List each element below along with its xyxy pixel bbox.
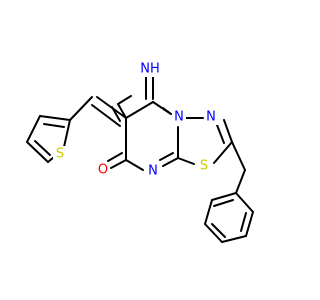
bond-n-c2 (223, 119, 233, 143)
bond-ph-1 (211, 192, 237, 201)
bond-th-c4-c5 (26, 141, 49, 163)
atom-label-nh: NH (140, 62, 160, 77)
atom-label-o: O (98, 163, 108, 178)
bond-n-c2-double (216, 124, 225, 144)
bond-c2-s (213, 141, 233, 164)
bonds (26, 76, 254, 243)
atom-label-s-thiophene: S (56, 147, 64, 162)
atom-thiadiazole-s: S (197, 158, 211, 174)
atom-thiophene-s: S (53, 146, 67, 162)
bond-th-c3-c4 (26, 115, 41, 143)
atom-label-n-bridge: N (174, 110, 184, 125)
bond-c7-o (110, 159, 127, 169)
bond-ph-4 (221, 235, 247, 243)
bond-ph-3-double (211, 223, 226, 238)
bond-s-c8a (177, 157, 195, 165)
bond-th-c2-c3 (39, 115, 71, 121)
bond-c7-n8 (125, 159, 144, 171)
bond-c2-ch2 (231, 141, 246, 171)
bond-c5-n4 (117, 95, 132, 105)
atom-label-n-lower: N (148, 164, 158, 179)
bond-ph-6 (235, 192, 254, 213)
bond-c5-c6 (117, 103, 127, 119)
bond-th-c2-s (63, 119, 71, 148)
atom-label-s-thiadiazole: S (200, 159, 208, 174)
bond-ph-3 (204, 223, 223, 243)
bond-th-c4-c5-double (34, 140, 51, 156)
atom-ring-n-bridge: N (172, 109, 186, 125)
bond-c5b-n (152, 101, 172, 115)
bond-ph-2 (204, 199, 213, 225)
bond-ph-1-double (213, 199, 234, 207)
bond-th-c2-c3-double (43, 123, 65, 128)
bond-ph-5 (245, 211, 254, 237)
atom-label-n-upper: N (206, 110, 216, 125)
bond-n8-c8a (162, 157, 179, 167)
bond-c7-o-double (107, 152, 123, 162)
bond-ch2-ph (235, 169, 246, 194)
bond-c6-ch (96, 96, 127, 119)
bond-c5-ring (125, 101, 154, 119)
bond-ph-5-double (240, 212, 247, 232)
atom-imine-nh: NH (138, 61, 162, 77)
atom-carbonyl-o: O (96, 162, 110, 178)
bond-n8-c8a-double (159, 152, 174, 161)
atom-ring-n-lower: N (145, 163, 161, 179)
atom-ring-n-upper: N (204, 109, 218, 125)
bond-ch-thiophene (69, 96, 93, 121)
molecule-structure-diagram: NH N N N S S O (26, 61, 254, 243)
atom-labels: NH N N N S S O (53, 61, 218, 179)
bond-c6-ch-double (91, 104, 121, 127)
